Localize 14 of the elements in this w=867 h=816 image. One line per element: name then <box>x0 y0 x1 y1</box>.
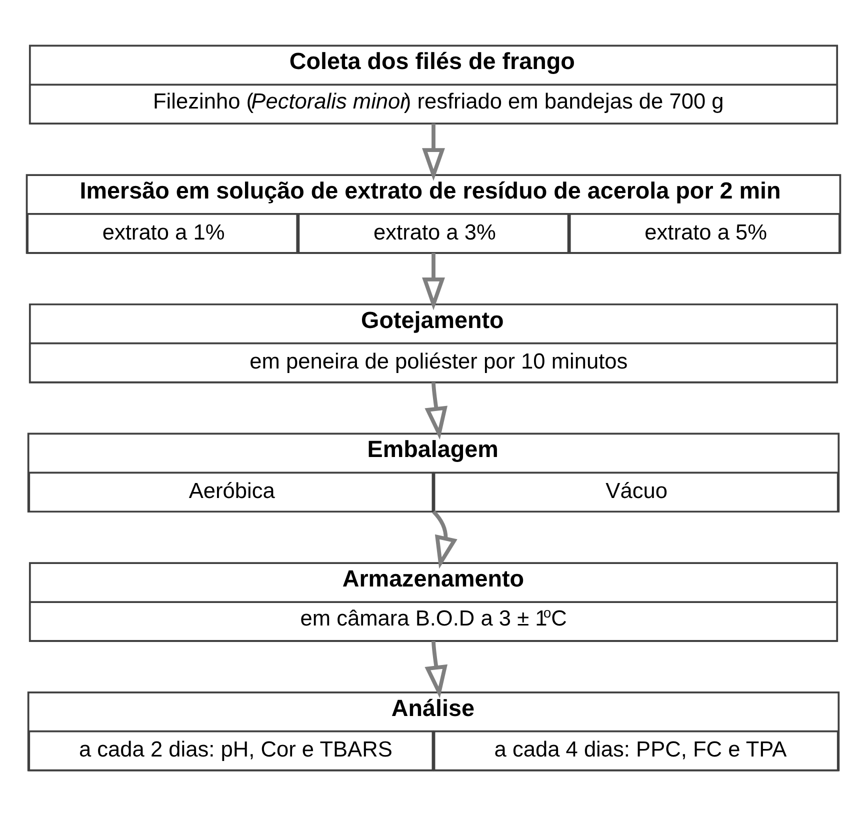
arrow <box>422 252 445 310</box>
node-box: Aeróbica <box>28 472 434 513</box>
node-box: a cada 2 dias: pH, Cor e TBARS <box>28 730 434 772</box>
node-box: a cada 4 dias: PPC, FC e TPA <box>433 730 839 772</box>
node-box: Vácuo <box>433 472 839 513</box>
node-box: extrato a 3% <box>298 213 570 254</box>
arrow <box>424 382 448 440</box>
node-box: em peneira de poliéster por 10 minutos <box>28 342 838 384</box>
node-box: em câmara B.O.D a 3 ± 1$^{o}$C <box>28 601 838 642</box>
node-box: extrato a 5% <box>568 213 840 254</box>
node-box: extrato a 1% <box>26 213 298 254</box>
arrow <box>432 510 458 569</box>
arrow <box>422 124 445 181</box>
arrow <box>424 640 448 698</box>
